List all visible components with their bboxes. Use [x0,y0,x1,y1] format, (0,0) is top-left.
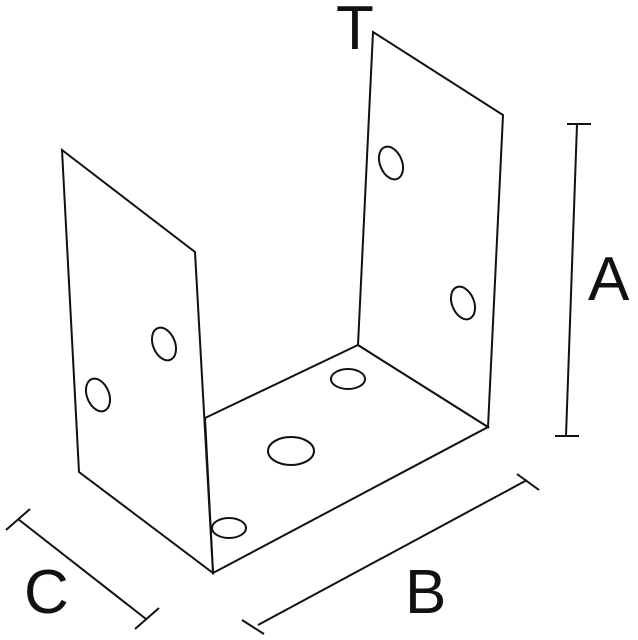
base-hole-front [211,517,247,539]
left-plate [60,147,215,576]
dimension-c [5,508,160,630]
label-a: A [588,245,630,314]
right-plate [356,30,505,429]
right-plate-hole-top [377,145,405,181]
base-hole-back [330,368,366,390]
right-plate-hole-bottom [449,285,477,321]
left-plate-hole-lower [84,377,112,413]
left-plate-hole-upper [150,326,178,362]
label-c: C [24,558,69,627]
base-hole-large [267,436,315,466]
label-b: B [405,558,446,627]
label-t: T [336,0,374,63]
dimension-b [241,473,540,635]
dimension-a [555,123,591,437]
